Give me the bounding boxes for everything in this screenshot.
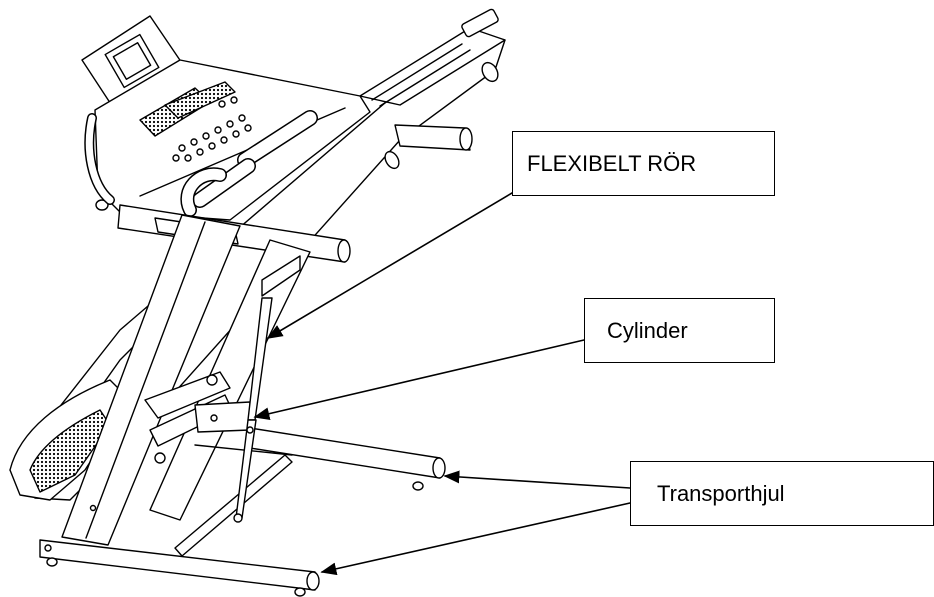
upright-left	[61, 214, 241, 546]
console	[81, 15, 371, 221]
gas-cylinder	[233, 419, 257, 523]
base-frame	[39, 427, 446, 591]
callout-flexibelt-ror: FLEXIBELT RÖR	[512, 131, 775, 196]
callout-flexibelt-ror-text: FLEXIBELT RÖR	[527, 150, 697, 176]
callout-cylinder: Cylinder	[584, 298, 775, 363]
arrow-transporthjul-1	[443, 470, 631, 489]
transport-wheels	[46, 481, 424, 597]
keypad	[172, 96, 252, 162]
arrow-transporthjul-2	[320, 502, 631, 576]
arrow-cylinder	[253, 339, 585, 420]
arrow-flexibelt	[266, 192, 513, 339]
lift-mechanism	[144, 371, 251, 464]
callout-cylinder-text: Cylinder	[607, 317, 688, 343]
callout-transporthjul-text: Transporthjul	[657, 480, 785, 506]
inner-handlebars	[180, 110, 318, 217]
callout-arrows	[253, 192, 631, 576]
rear-crossbar	[394, 124, 473, 151]
callout-transporthjul: Transporthjul	[630, 461, 934, 526]
deck-rollers	[95, 61, 499, 211]
